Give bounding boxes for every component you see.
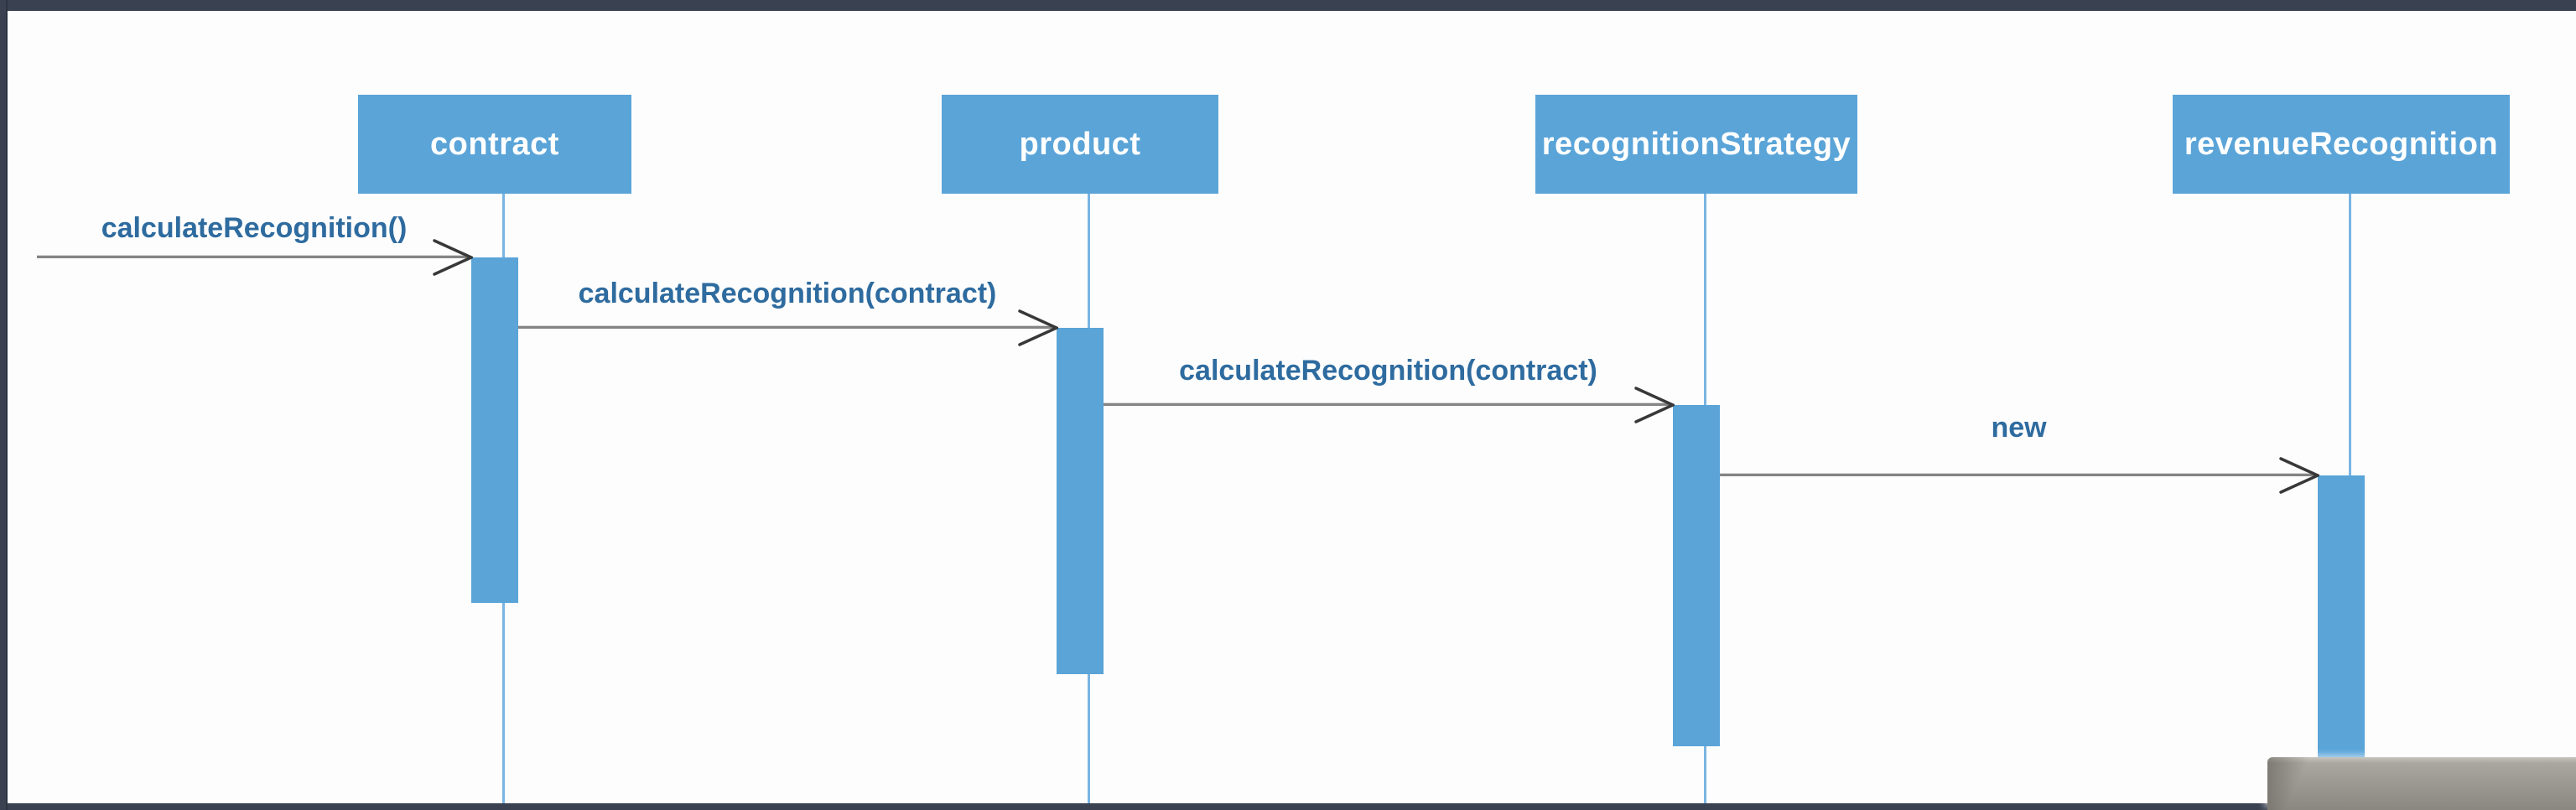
message-label-calculate-recognition-contract-1: calculateRecognition(contract) xyxy=(578,278,997,309)
sequence-diagram-canvas: contract product recognitionStrategy rev… xyxy=(9,11,2576,810)
message-line-1 xyxy=(37,256,468,258)
window-left-edge xyxy=(0,0,8,810)
message-line-4 xyxy=(1720,474,2314,476)
actor-box-product: product xyxy=(942,95,1218,194)
actor-box-recognition-strategy: recognitionStrategy xyxy=(1535,95,1857,194)
arrowhead-icon-2 xyxy=(1018,309,1058,346)
actor-label-revenue-recognition: revenueRecognition xyxy=(2184,126,2499,162)
activation-revenue-recognition xyxy=(2318,475,2365,761)
actor-box-revenue-recognition: revenueRecognition xyxy=(2173,95,2510,194)
activation-contract xyxy=(471,257,518,603)
message-line-2 xyxy=(518,326,1053,329)
window-bottom-bar xyxy=(0,803,2576,810)
actor-label-product: product xyxy=(1019,126,1141,162)
actor-label-recognition-strategy: recognitionStrategy xyxy=(1541,126,1852,162)
arrowhead-icon-1 xyxy=(433,239,473,276)
actor-box-contract: contract xyxy=(358,95,631,194)
activation-product xyxy=(1057,328,1104,674)
message-label-calculate-recognition: calculateRecognition() xyxy=(101,212,408,244)
window-top-bar xyxy=(0,0,2576,11)
actor-label-contract: contract xyxy=(430,126,559,162)
activation-recognition-strategy xyxy=(1673,405,1720,746)
arrowhead-icon-3 xyxy=(1634,387,1675,423)
arrowhead-icon-4 xyxy=(2279,457,2319,494)
message-label-new: new xyxy=(1991,412,2047,444)
message-label-calculate-recognition-contract-2: calculateRecognition(contract) xyxy=(1179,355,1597,387)
corner-overlay xyxy=(2267,757,2576,810)
message-line-3 xyxy=(1104,403,1670,406)
